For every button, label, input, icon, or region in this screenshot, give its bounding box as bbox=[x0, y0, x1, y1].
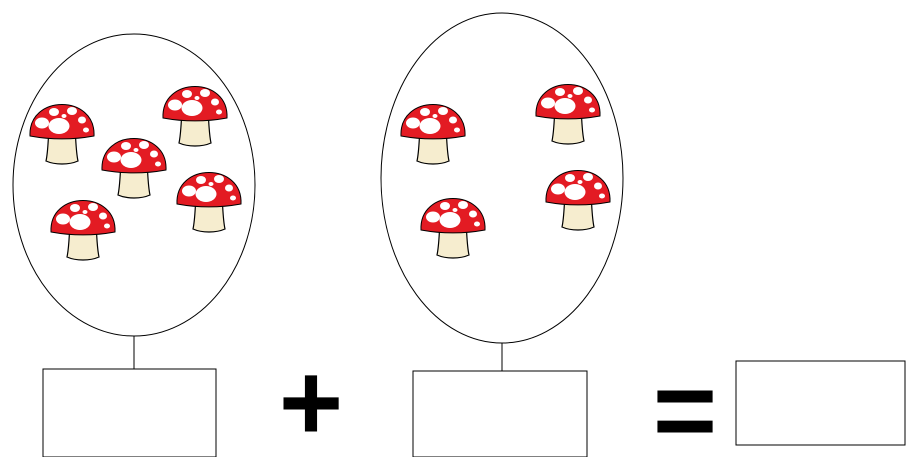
mushroom-icon bbox=[29, 103, 95, 165]
left-answer-box[interactable] bbox=[42, 368, 217, 457]
right-answer-box[interactable] bbox=[412, 370, 588, 457]
mushroom-icon bbox=[101, 137, 167, 199]
mushroom-icon bbox=[50, 199, 116, 261]
left-group bbox=[12, 33, 256, 369]
mushroom-icon bbox=[176, 171, 242, 233]
mushroom-icon bbox=[545, 169, 611, 231]
mushroom-icon bbox=[535, 83, 601, 145]
mushroom-icon bbox=[400, 103, 466, 165]
equals-sign: = bbox=[653, 349, 717, 457]
mushroom-icon bbox=[420, 197, 486, 259]
plus-sign: + bbox=[279, 341, 343, 457]
right-group bbox=[380, 12, 624, 371]
mushroom-icon bbox=[162, 85, 228, 147]
result-answer-box[interactable] bbox=[735, 360, 906, 446]
